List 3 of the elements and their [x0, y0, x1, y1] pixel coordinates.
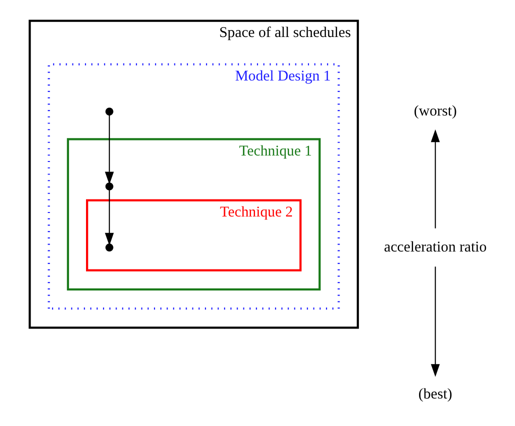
label: (worst): [414, 104, 457, 120]
label: acceleration ratio: [384, 239, 487, 256]
label: (best): [418, 386, 452, 402]
